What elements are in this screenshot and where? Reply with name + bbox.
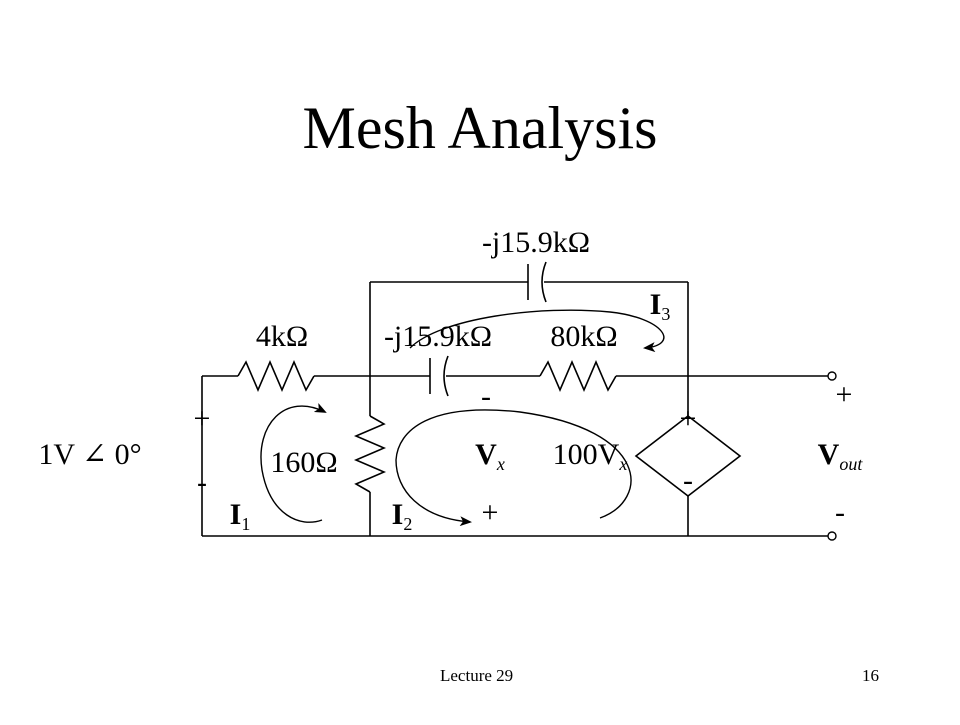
r160-label: 160Ω [270, 446, 337, 479]
mesh3-sub: 3 [661, 304, 670, 324]
dep-minus: - [683, 464, 693, 497]
vx-main: V [475, 438, 497, 471]
mesh2-label: I2 [392, 498, 413, 534]
mesh1-sub: 1 [241, 514, 250, 534]
mesh3-arrow [409, 309, 665, 353]
mesh1-label: I1 [230, 498, 251, 534]
resistor-160 [353, 415, 387, 493]
mesh2-sub: 2 [403, 514, 412, 534]
vx-sub: x [496, 454, 505, 474]
dep-plus: + [680, 402, 697, 435]
dep-source-sub: x [618, 454, 627, 474]
resistor-80k [539, 359, 617, 393]
vout-terminal-top [827, 371, 837, 381]
source-value-label: 1V ∠ 0° [38, 438, 141, 471]
resistor-4k [237, 359, 315, 393]
cap-top-plate-right [541, 261, 547, 303]
page-number: 16 [862, 666, 879, 685]
source-plus: + [194, 402, 211, 435]
mesh3-label: I3 [650, 288, 671, 324]
cap-series-plate-right [443, 355, 449, 397]
dep-source-value: 100V [553, 438, 620, 471]
mesh2-main: I [392, 498, 404, 531]
vx-plus: + [482, 496, 499, 529]
vout-minus: - [835, 496, 845, 529]
r80k-label: 80kΩ [550, 320, 617, 353]
r4k-label: 4kΩ [256, 320, 308, 353]
vout-terminal-bottom [827, 531, 837, 541]
mesh2-arrow [395, 409, 632, 527]
mesh3-main: I [650, 288, 662, 321]
vout-plus: + [836, 378, 853, 411]
cap-series-label: -j15.9kΩ [384, 320, 492, 353]
vx-minus: - [481, 380, 491, 413]
vx-label: Vx [475, 438, 505, 474]
footer-lecture: Lecture 29 [440, 666, 514, 685]
cap-top-label: -j15.9kΩ [482, 226, 590, 259]
mesh1-main: I [230, 498, 242, 531]
mesh1-arrow [260, 403, 327, 523]
source-minus: - [197, 466, 207, 499]
vout-sub: out [839, 454, 863, 474]
slide-title: Mesh Analysis [302, 95, 657, 161]
dep-source-label: 100Vx [553, 438, 628, 474]
vout-main: V [818, 438, 840, 471]
vout-label: Vout [818, 438, 864, 474]
